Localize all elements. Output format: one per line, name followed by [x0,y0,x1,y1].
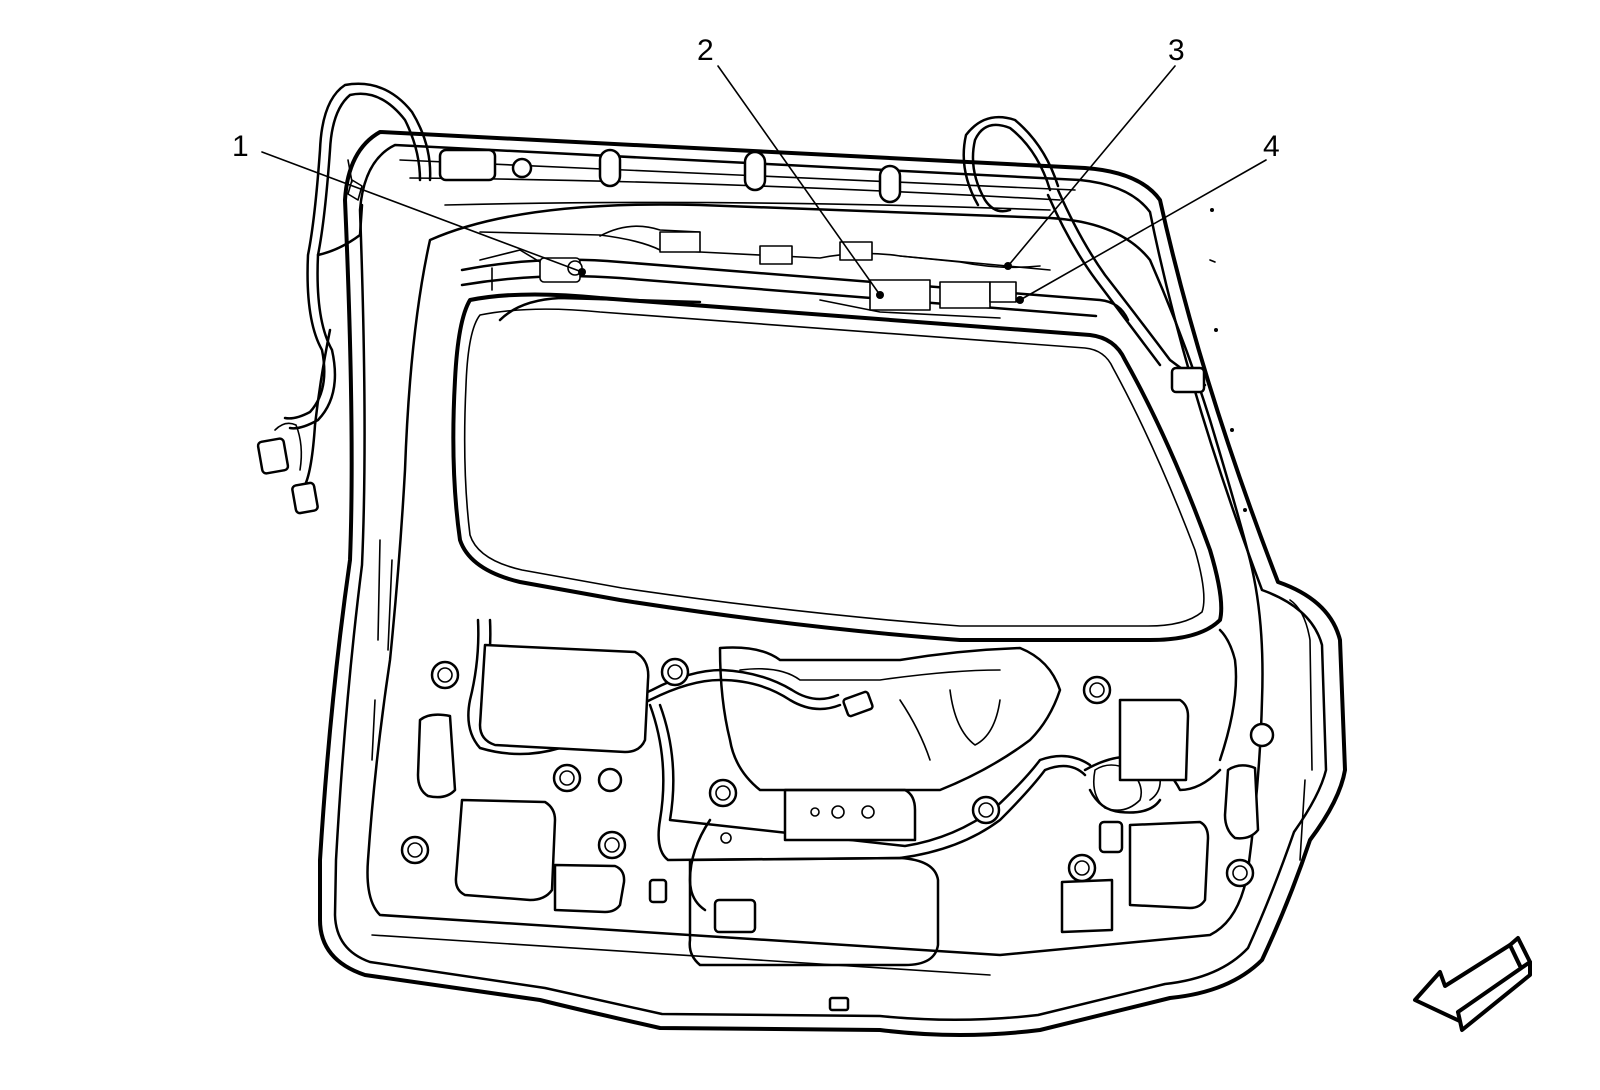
top-slots [438,148,902,204]
leader-4 [1019,159,1267,301]
callout-4: 4 [1263,130,1280,163]
left-harness-pigtail [256,82,432,515]
callout-3: 3 [1168,34,1185,67]
grommets [400,657,1275,888]
leader-3 [1007,65,1176,267]
leader-2 [717,65,881,296]
rear-window-opening [451,292,1224,642]
window-header-rail [460,225,1130,322]
view-direction-arrow-icon [1413,936,1532,1032]
callout-labels: 1 2 3 4 [232,34,1280,163]
lower-connectors [648,690,1161,934]
lower-panel-structure [371,539,1313,1012]
callout-1: 1 [232,130,249,163]
right-harness-loop [962,115,1247,512]
callout-leaders [261,65,1267,304]
callout-2: 2 [697,34,714,67]
leader-1 [261,151,583,273]
